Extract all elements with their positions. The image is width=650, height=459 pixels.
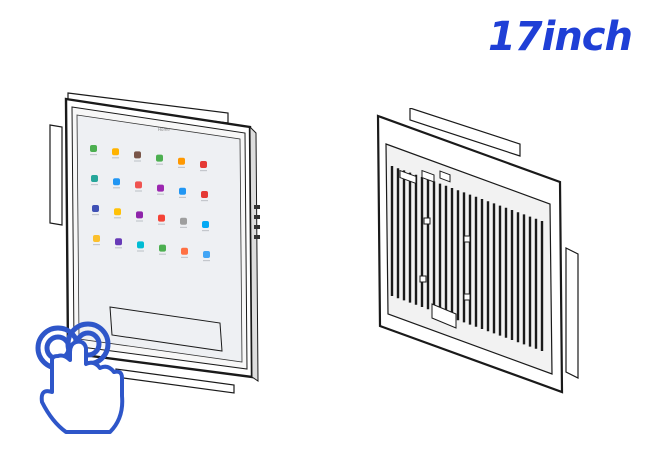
app-icon-label <box>114 217 121 219</box>
monitor-front-view: Home <box>49 92 260 394</box>
app-icon-label <box>180 226 187 228</box>
app-icon <box>91 175 98 182</box>
app-icon-label <box>179 196 186 198</box>
app-icon <box>202 221 209 228</box>
app-icon <box>180 217 187 225</box>
app-icon <box>179 187 186 195</box>
app-icon-label <box>159 253 166 255</box>
app-icon <box>137 241 144 249</box>
app-icon-label <box>181 256 188 258</box>
app-icon <box>90 145 97 152</box>
app-icon-label <box>112 157 119 159</box>
app-icon-label <box>113 187 120 189</box>
app-icon-label <box>156 163 163 165</box>
app-icon <box>136 211 143 219</box>
app-icon <box>115 238 122 246</box>
app-icon-label <box>137 250 144 252</box>
app-icon <box>181 247 188 255</box>
app-icon-label <box>203 260 210 262</box>
app-icon-label <box>92 214 99 216</box>
screen-header-text: Home <box>158 127 170 132</box>
app-icon <box>92 205 99 212</box>
app-icon-label <box>158 223 165 225</box>
heat-sink-fins <box>390 166 544 351</box>
app-icon-label <box>115 247 122 249</box>
app-icon-label <box>178 166 185 168</box>
app-icon <box>113 178 120 186</box>
app-icon-label <box>136 220 143 222</box>
app-icon-label <box>135 190 142 192</box>
app-icon <box>203 251 210 258</box>
app-icon <box>158 214 165 222</box>
app-icon-label <box>202 230 209 232</box>
app-icon <box>178 157 185 165</box>
app-icon <box>159 244 166 252</box>
app-icon <box>201 191 208 198</box>
app-icon-label <box>201 200 208 202</box>
app-icon-label <box>157 193 164 195</box>
app-icon-label <box>91 184 98 186</box>
app-icon <box>135 181 142 189</box>
app-icon <box>157 184 164 192</box>
app-icon <box>200 161 207 168</box>
app-icon-label <box>200 170 207 172</box>
multi-touch-hand-icon <box>35 321 125 434</box>
app-icon-label <box>93 244 100 246</box>
app-icon-label <box>134 160 141 162</box>
app-icon <box>112 148 119 156</box>
monitor-back-view <box>376 108 579 394</box>
screen-app-grid <box>90 145 210 262</box>
app-icon-label <box>90 154 97 156</box>
app-icon <box>134 151 141 159</box>
product-size-label: 17inch <box>487 14 633 60</box>
app-icon <box>93 235 100 242</box>
app-icon <box>156 154 163 162</box>
app-icon <box>114 208 121 216</box>
